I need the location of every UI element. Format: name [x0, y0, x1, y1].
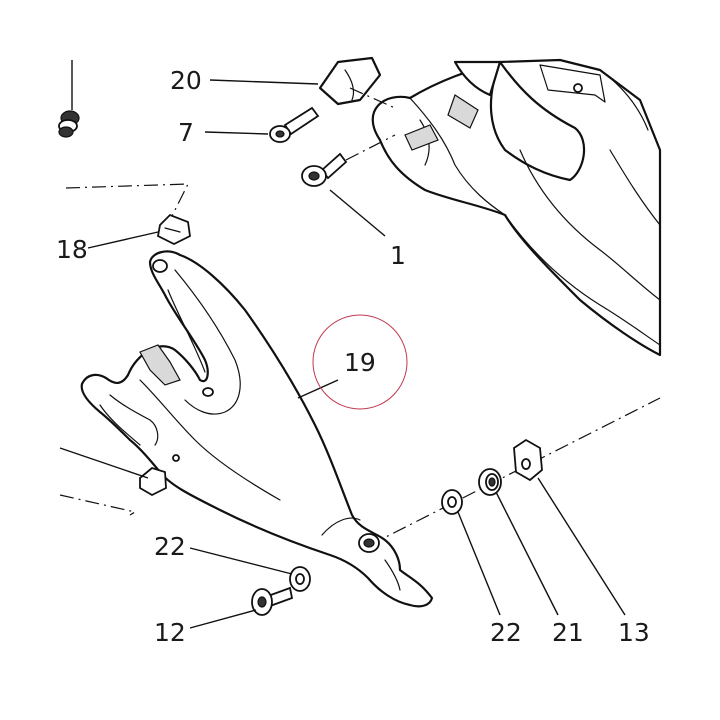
stud-fastener-top-left [58, 60, 80, 138]
callout-1: 1 [390, 241, 406, 270]
callout-12: 12 [154, 618, 186, 647]
callout-7: 7 [178, 118, 194, 147]
leader-lines [87, 79, 626, 629]
callout-18: 18 [56, 235, 88, 264]
callout-19-highlight-ring [312, 314, 408, 410]
washer-22-right [441, 489, 463, 515]
lower-fairing-bracket-19 [80, 250, 434, 608]
callout-13: 13 [618, 618, 650, 647]
screw-12 [251, 586, 294, 616]
clip-nut-18 [156, 213, 191, 246]
grommet-21 [478, 468, 502, 496]
screw-1 [301, 152, 348, 187]
clip-nut-13 [513, 438, 543, 482]
upper-bodywork-panel [318, 56, 662, 357]
callout-22-right: 22 [490, 618, 522, 647]
callout-19: 19 [344, 348, 376, 377]
assembly-axis-lines [59, 87, 661, 546]
callout-21: 21 [552, 618, 584, 647]
callout-22-left: 22 [154, 532, 186, 561]
screw-7 [269, 106, 320, 143]
callout-20: 20 [170, 66, 202, 95]
washer-22-left [289, 566, 311, 592]
clip-nut-left [59, 447, 167, 497]
